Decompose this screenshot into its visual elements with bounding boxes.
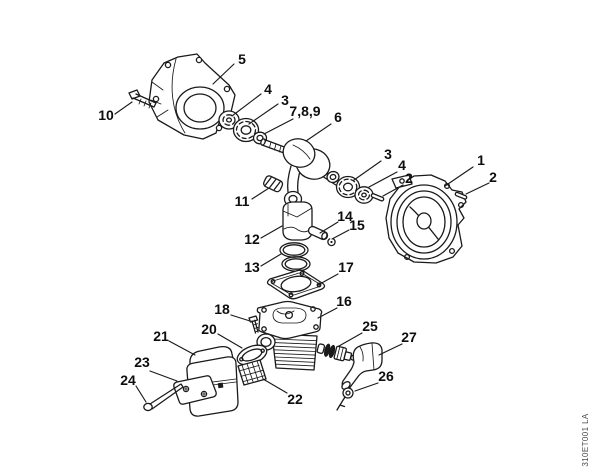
crankcase-half-fan-side <box>148 53 236 140</box>
muffler-bolt <box>143 383 184 412</box>
part-label-1-14: 1 <box>477 152 485 168</box>
leader-line-789-4 <box>263 118 294 135</box>
leader-line-3-3 <box>248 103 279 125</box>
part-label-14-9: 14 <box>337 208 353 224</box>
part-label-4-2: 4 <box>264 81 272 97</box>
leader-line-22-21 <box>262 378 288 394</box>
part-label-12-7: 12 <box>244 231 260 247</box>
part-label-26-25: 26 <box>378 368 394 384</box>
leader-line-4-12 <box>368 171 398 188</box>
leader-line-2-13 <box>382 184 404 197</box>
part-label-6-5: 6 <box>334 109 342 125</box>
terminal-clip <box>336 387 354 411</box>
leader-line-27-26 <box>378 343 403 356</box>
dowel-pin-right <box>454 191 468 200</box>
crankcase-half-clutch-side <box>385 174 467 264</box>
part-label-22-21: 22 <box>287 391 303 407</box>
leader-line-6-5 <box>305 123 332 142</box>
leader-line-24-23 <box>135 385 147 403</box>
part-label-21-20: 21 <box>153 328 169 344</box>
piston-rings <box>279 242 311 272</box>
cylinder <box>256 300 323 371</box>
leader-line-14-9 <box>319 221 339 234</box>
leader-line-26-25 <box>354 382 379 392</box>
leader-line-1-14 <box>444 166 474 187</box>
circlip <box>327 237 336 247</box>
leader-line-21-20 <box>168 340 196 356</box>
cylinder-gasket <box>266 269 326 300</box>
part-label-789-4: 7,8,9 <box>289 103 320 119</box>
part-label-15-10: 15 <box>349 217 365 233</box>
part-label-16-17: 16 <box>336 293 352 309</box>
ball-bearing-right <box>335 175 361 199</box>
part-label-24-23: 24 <box>120 372 136 388</box>
leader-line-18-18 <box>230 314 251 322</box>
leader-line-13-8 <box>260 253 282 267</box>
piston <box>282 201 313 241</box>
leader-line-16-17 <box>317 307 338 319</box>
leader-line-17-16 <box>317 273 339 286</box>
exhaust-screen <box>237 359 267 386</box>
part-label-3-11: 3 <box>384 146 392 162</box>
leader-line-20-19 <box>217 333 243 349</box>
oil-seal-right <box>354 186 374 204</box>
part-label-3-3: 3 <box>281 92 289 108</box>
crankshaft <box>260 138 354 208</box>
screw-10 <box>128 89 157 109</box>
leader-line-25-24 <box>338 332 363 347</box>
part-label-2-13: 2 <box>405 170 413 186</box>
muffler-bracket <box>173 375 217 405</box>
part-label-11-6: 11 <box>235 193 250 209</box>
piston-pin <box>307 225 329 241</box>
watermark-text: 310ET001 LA <box>581 413 590 467</box>
part-label-23-22: 23 <box>134 354 150 370</box>
leader-line-4-2 <box>231 93 262 117</box>
part-label-18-18: 18 <box>214 301 230 317</box>
dowel-pin-mid <box>370 193 385 202</box>
leader-line-12-7 <box>260 225 283 239</box>
part-label-5-0: 5 <box>238 51 246 67</box>
leader-line-11-6 <box>251 187 270 200</box>
part-label-20-19: 20 <box>201 321 217 337</box>
leader-line-10-1 <box>114 101 133 115</box>
part-label-27-26: 27 <box>401 329 417 345</box>
leader-line-23-22 <box>149 370 178 382</box>
part-label-4-12: 4 <box>398 157 406 173</box>
part-label-13-8: 13 <box>244 259 260 275</box>
leader-line-15-10 <box>331 229 350 240</box>
leader-line-2-15 <box>465 182 490 195</box>
part-label-2-15: 2 <box>489 169 497 185</box>
part-label-10-1: 10 <box>98 107 114 123</box>
washer-right <box>326 170 340 184</box>
needle-cage <box>263 175 284 193</box>
spark-plug <box>316 343 357 362</box>
leader-line-3-11 <box>353 160 382 181</box>
leader-line-5-0 <box>212 63 235 85</box>
part-label-25-24: 25 <box>362 318 378 334</box>
ball-bearing-left <box>232 117 260 143</box>
screw-18 <box>248 315 259 334</box>
oil-seal-left <box>218 110 240 130</box>
part-label-17-16: 17 <box>338 259 354 275</box>
parts-art <box>128 53 468 417</box>
